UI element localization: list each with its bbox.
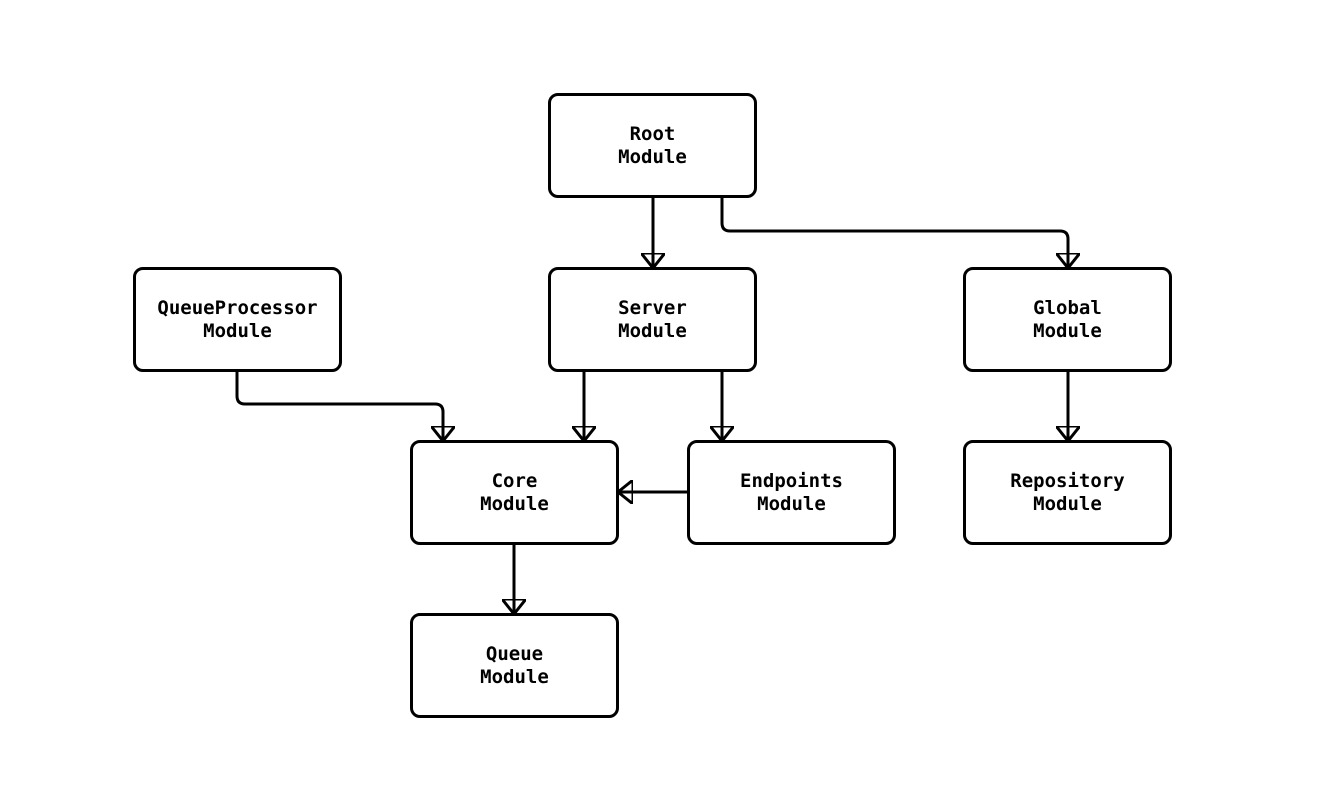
node-label-line: Module [618, 145, 687, 168]
node-queue-module: Queue Module [410, 613, 619, 718]
node-label-line: Server [618, 296, 687, 319]
edge-root-to-global [720, 198, 1068, 267]
node-label-line: Module [203, 319, 272, 342]
node-root-module: Root Module [548, 93, 757, 198]
edge-queueprocessor-to-core [235, 372, 443, 440]
node-label-line: Module [480, 492, 549, 515]
node-label-line: Endpoints [740, 469, 843, 492]
node-label-line: Module [1033, 492, 1102, 515]
node-server-module: Server Module [548, 267, 757, 372]
node-global-module: Global Module [963, 267, 1172, 372]
node-core-module: Core Module [410, 440, 619, 545]
node-label-line: Module [480, 665, 549, 688]
node-label-line: Core [491, 469, 538, 492]
node-label-line: Queue [485, 642, 544, 665]
node-label-line: Repository [1010, 469, 1125, 492]
node-repository-module: Repository Module [963, 440, 1172, 545]
node-queueprocessor-module: QueueProcessor Module [133, 267, 342, 372]
node-label-line: Global [1033, 296, 1102, 319]
node-label-line: Module [757, 492, 826, 515]
node-label-line: QueueProcessor [157, 296, 318, 319]
node-endpoints-module: Endpoints Module [687, 440, 896, 545]
node-label-line: Module [1033, 319, 1102, 342]
node-label-line: Module [618, 319, 687, 342]
node-label-line: Root [629, 122, 676, 145]
